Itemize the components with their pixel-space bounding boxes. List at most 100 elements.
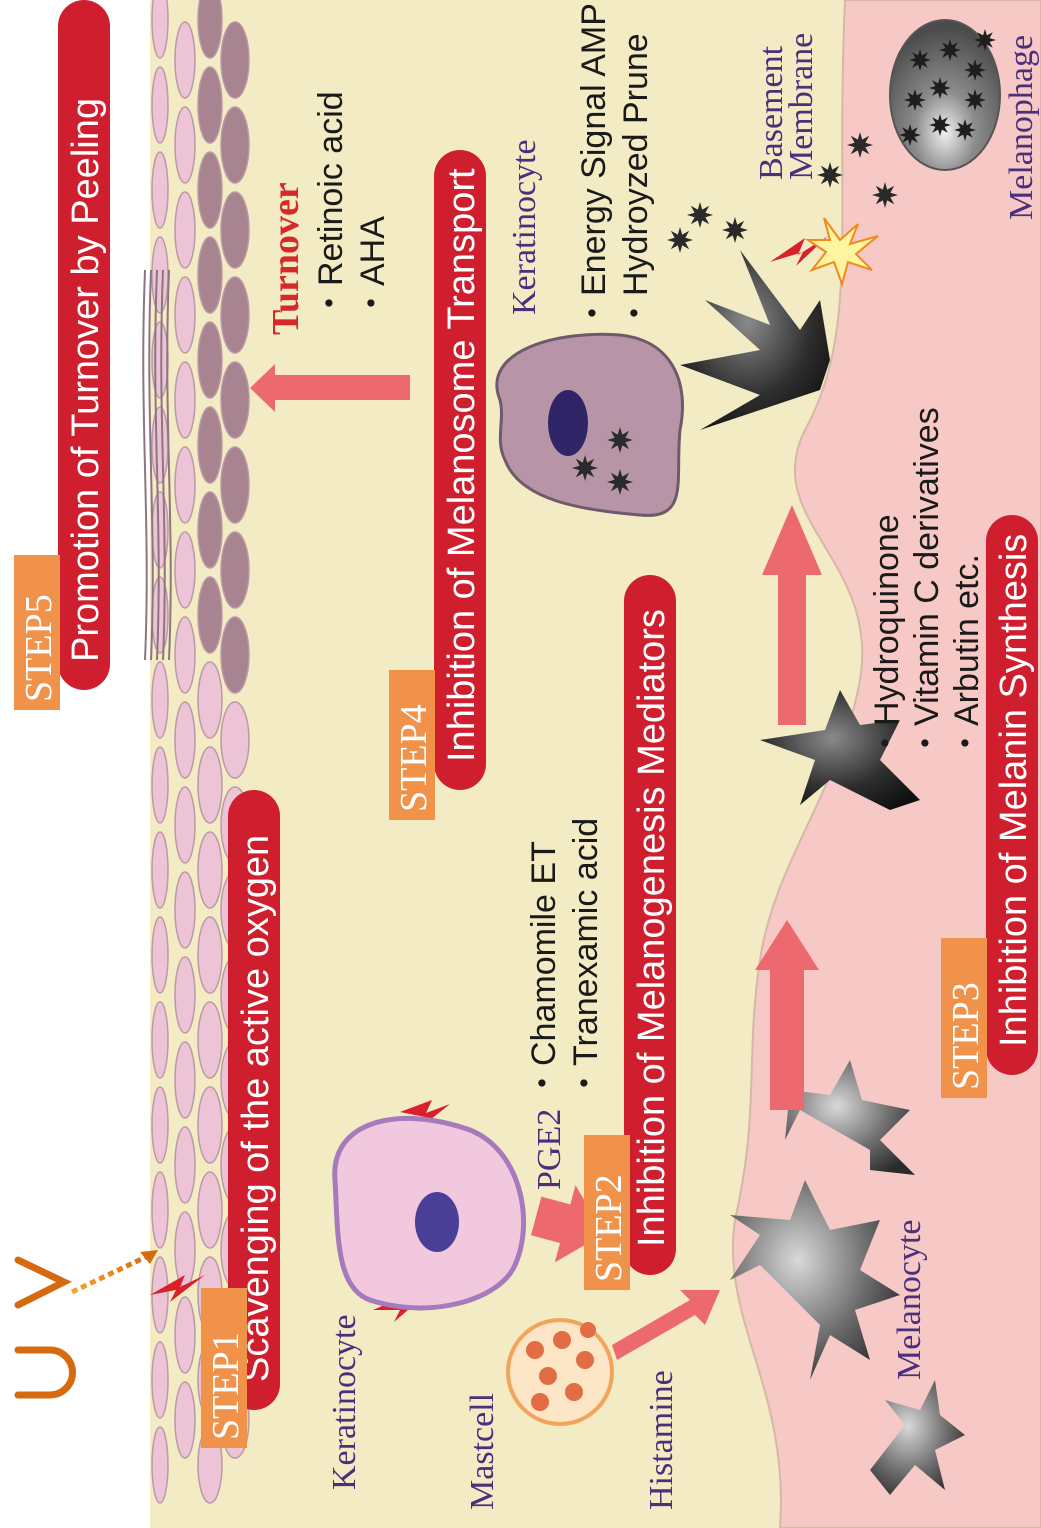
uv-letter-v [18, 1260, 64, 1305]
corneocyte [175, 617, 195, 693]
corneocyte [152, 1172, 168, 1248]
corneocyte [152, 917, 168, 993]
step5-item: ・Retinoic acid [312, 91, 350, 320]
melanosome-star [817, 162, 843, 188]
step4-badge-group: Inhibition of Melanosome Transport [434, 150, 486, 790]
melanosome-star [667, 227, 693, 253]
melanosome-star [964, 59, 986, 81]
keratinocyte-left-nucleus [415, 1192, 459, 1252]
step2-badge-group: Inhibition of Melanogenesis Mediators [624, 575, 676, 1275]
corneocyte [198, 1172, 222, 1248]
step2-item: ・Tranexamic acid [567, 818, 605, 1100]
corneocyte [152, 407, 168, 483]
step3-title: Inhibition of Melanin Synthesis [993, 534, 1035, 1047]
corneocyte [221, 107, 249, 183]
corneocyte [198, 407, 222, 483]
melanosome-star [954, 119, 976, 141]
step2-tag: STEP2 [584, 1135, 630, 1290]
mastcell-label: Mastcell [464, 1393, 501, 1510]
corneocyte [152, 1087, 168, 1163]
corneocyte [198, 492, 222, 568]
corneocyte [175, 702, 195, 778]
step5-title: Promotion of Turnover by Peeling [65, 98, 107, 662]
corneocyte [152, 1257, 168, 1333]
step3-item: ・Hydroquinone [868, 514, 906, 760]
granule [539, 1367, 557, 1385]
corneocyte [175, 957, 195, 1033]
uv-symbol [18, 1250, 158, 1395]
melanosome-star [872, 182, 898, 208]
corneocyte [152, 1002, 168, 1078]
corneocyte [221, 702, 249, 778]
granule [553, 1331, 571, 1349]
melanosome-star [929, 77, 951, 99]
melanosome-star [939, 39, 961, 61]
pge2-label: PGE2 [531, 1109, 568, 1190]
corneocyte [175, 447, 195, 523]
corneocyte [198, 237, 222, 313]
corneocyte [152, 0, 168, 58]
corneocyte [221, 362, 249, 438]
corneocyte [175, 277, 195, 353]
corneocyte [152, 662, 168, 738]
step3-item: ・Vitamin C derivatives [908, 407, 946, 760]
step3-badge-group: Inhibition of Melanin Synthesis [986, 515, 1038, 1075]
corneocyte [198, 67, 222, 143]
melanosome-star [964, 89, 986, 111]
step4-item: ・Hydroyzed Prune [617, 33, 655, 330]
step5-badge: STEP5 [18, 594, 60, 702]
keratinocyte-left-label: Keratinocyte [326, 1314, 363, 1490]
corneocyte [198, 1002, 222, 1078]
step4-item: ・Energy Signal AMP [575, 3, 613, 330]
step5-item: ・AHA [354, 216, 392, 320]
histamine-label: Histamine [643, 1370, 680, 1510]
step4-badge: STEP4 [393, 704, 435, 812]
step2-badge: STEP2 [588, 1174, 630, 1282]
step4-tag: STEP4 [389, 670, 435, 820]
corneocyte [221, 192, 249, 268]
step5-badge-group: Promotion of Turnover by Peeling [58, 0, 110, 690]
corneocyte [152, 832, 168, 908]
corneocyte [175, 532, 195, 608]
peeling-flake [143, 270, 146, 660]
corneocyte [175, 1382, 195, 1458]
melanosome-star [929, 114, 951, 136]
melanosome-star [572, 455, 598, 481]
granule [565, 1383, 583, 1401]
corneocyte [198, 662, 222, 738]
corneocyte [152, 1342, 168, 1418]
corneocyte [175, 1212, 195, 1288]
corneocyte [175, 1127, 195, 1203]
melanosome-star [607, 469, 633, 495]
step3-item: ・Arbutin etc. [948, 554, 986, 760]
keratinocyte-right-nucleus [548, 390, 588, 456]
step1-badge: STEP1 [205, 1332, 247, 1440]
corneocyte [175, 872, 195, 948]
corneocyte [221, 532, 249, 608]
melanosome-star [974, 29, 996, 51]
step2-title: Inhibition of Melanogenesis Mediators [631, 609, 673, 1247]
keratinocyte-right-label: Keratinocyte [506, 139, 543, 315]
corneocyte [175, 787, 195, 863]
corneocyte [221, 22, 249, 98]
melanocyte-label: Melanocyte [891, 1220, 928, 1381]
melanosome-star [909, 49, 931, 71]
corneocyte [221, 617, 249, 693]
step4-title: Inhibition of Melanosome Transport [441, 168, 483, 762]
step1-tag: STEP1 [201, 1288, 247, 1448]
corneocyte [198, 322, 222, 398]
step2-item: ・Chamomile ET [525, 841, 563, 1100]
basement-membrane-label-2: Membrane [783, 33, 820, 180]
corneocyte [198, 0, 222, 58]
corneocyte [175, 107, 195, 183]
corneocyte [152, 152, 168, 228]
melanosome-star [722, 217, 748, 243]
melanosome-star [847, 132, 873, 158]
corneocyte [152, 67, 168, 143]
corneocyte [198, 577, 222, 653]
corneocyte [198, 1087, 222, 1163]
granule [576, 1351, 594, 1369]
granule [531, 1393, 549, 1411]
corneocyte [221, 277, 249, 353]
